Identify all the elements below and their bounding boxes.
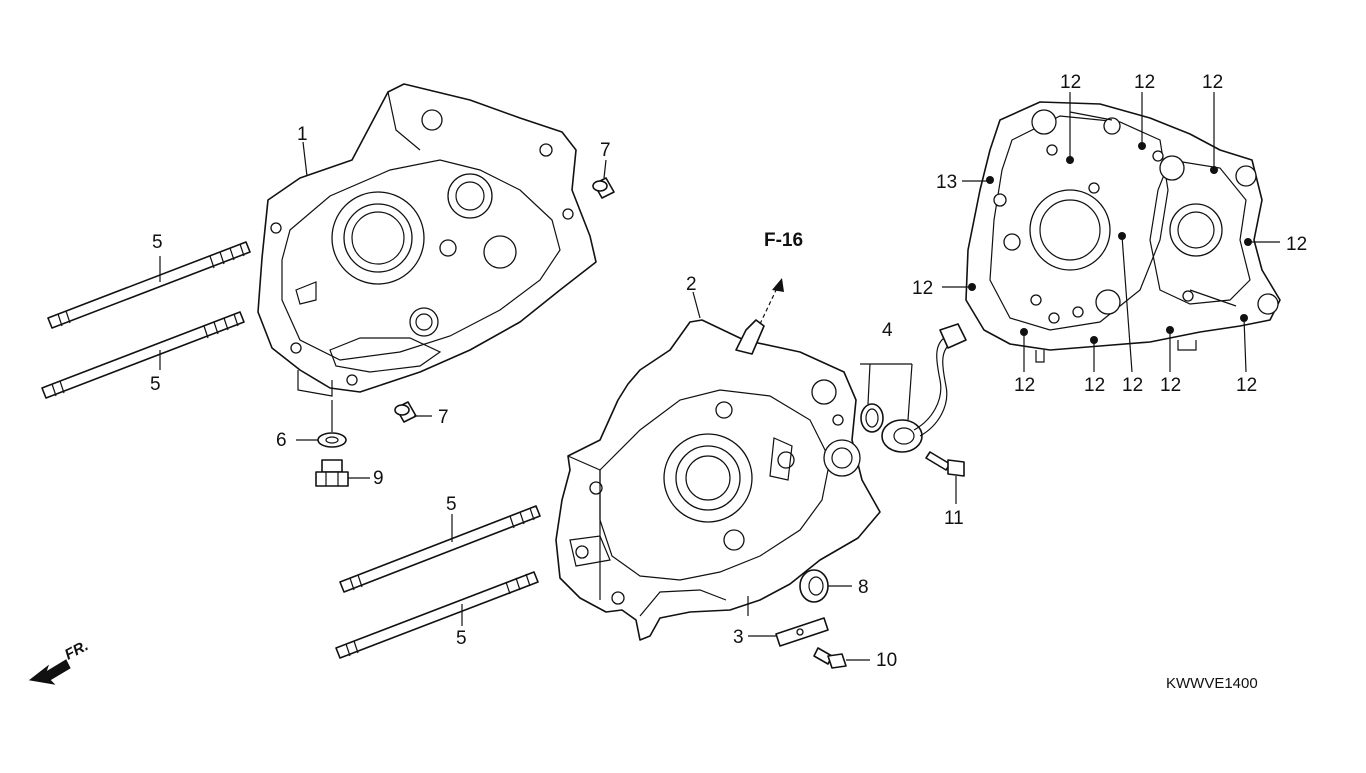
left-crankcase (257, 83, 597, 397)
oil-seal (799, 569, 829, 603)
stud-bolt-upper-right (339, 505, 541, 593)
callout-7a: 7 (600, 140, 611, 161)
callout-5d: 5 (456, 628, 467, 649)
o-ring (860, 403, 884, 433)
reference-arrow (759, 278, 784, 325)
front-arrow-icon (28, 659, 71, 685)
callout-12h: 12 (1122, 375, 1143, 396)
neutral-switch-sensor (881, 323, 967, 453)
dowel-pin-lower (394, 401, 417, 423)
callout-12j: 12 (1236, 375, 1257, 396)
callout-10: 10 (876, 650, 897, 671)
setting-plate (775, 617, 829, 647)
callout-8: 8 (858, 577, 869, 598)
drain-bolt (315, 459, 349, 487)
flange-bolt-11 (925, 451, 965, 477)
stud-bolt-upper-left (47, 241, 251, 329)
leader-lines (159, 92, 1280, 661)
reference-label: F-16 (764, 230, 803, 251)
crankcase-gasket (965, 101, 1281, 363)
callout-5c: 5 (446, 494, 457, 515)
stud-bolt-lower-left (41, 311, 245, 399)
callout-5a: 5 (152, 232, 163, 253)
callout-12a: 12 (1060, 72, 1081, 93)
callout-12d: 12 (1286, 234, 1307, 255)
drawing-code: KWWVE1400 (1166, 675, 1258, 692)
callout-12b: 12 (1134, 72, 1155, 93)
callout-4: 4 (882, 320, 893, 341)
callout-6: 6 (276, 430, 287, 451)
callout-12f: 12 (1014, 375, 1035, 396)
callout-3: 3 (733, 627, 744, 648)
right-crankcase (555, 319, 881, 641)
callout-11: 11 (944, 508, 964, 529)
callout-12c: 12 (1202, 72, 1223, 93)
stud-bolt-lower-right (335, 571, 539, 659)
callout-9: 9 (373, 468, 384, 489)
sealing-washer (317, 432, 347, 448)
callout-12g: 12 (1084, 375, 1105, 396)
flange-bolt-10 (813, 647, 847, 669)
callout-2: 2 (686, 274, 697, 295)
callout-7b: 7 (438, 407, 449, 428)
callout-12e: 12 (912, 278, 933, 299)
callout-1: 1 (297, 124, 308, 145)
dowel-pin-upper (592, 177, 615, 199)
callout-5b: 5 (150, 374, 161, 395)
callout-12i: 12 (1160, 375, 1181, 396)
callout-13: 13 (936, 172, 957, 193)
